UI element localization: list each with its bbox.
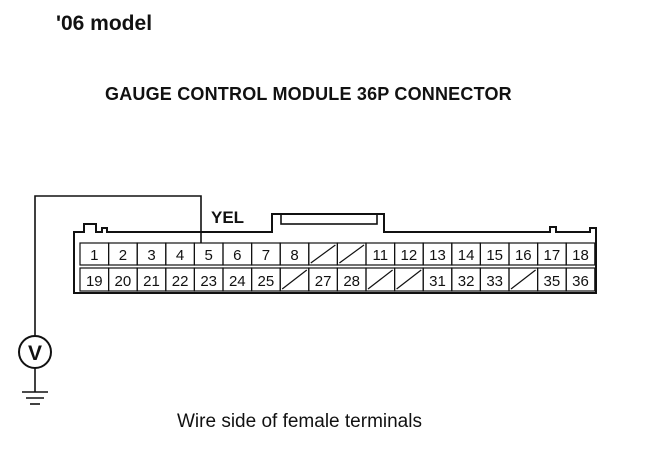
pin-number: 35 xyxy=(544,273,561,290)
pin-number: 3 xyxy=(147,247,155,264)
pin-number: 8 xyxy=(290,247,298,264)
connector-housing xyxy=(73,213,597,294)
pin-number: 36 xyxy=(572,273,589,290)
pin-number: 27 xyxy=(315,273,332,290)
pin-number: 1 xyxy=(90,247,98,264)
connector-lock-tab xyxy=(280,213,378,225)
unused-pin-slash xyxy=(281,269,308,290)
pin-number: 12 xyxy=(401,247,418,264)
pin-number: 25 xyxy=(258,273,275,290)
pin-number: 24 xyxy=(229,273,246,290)
diagram-caption: Wire side of female terminals xyxy=(177,411,422,432)
ground-icon xyxy=(22,391,48,405)
pin-number: 22 xyxy=(172,273,189,290)
pin-number: 19 xyxy=(86,273,103,290)
pin-number: 2 xyxy=(119,247,127,264)
pin-number: 32 xyxy=(458,273,475,290)
pin-number: 23 xyxy=(200,273,217,290)
pin-number: 4 xyxy=(176,247,184,264)
unused-pin-slash xyxy=(396,269,422,290)
pin-cell xyxy=(565,267,596,292)
wire-color-label: YEL xyxy=(211,208,245,227)
unused-pin-slash xyxy=(510,269,536,290)
probe-wire xyxy=(34,195,202,336)
model-label: '06 model xyxy=(56,12,153,35)
unused-pin-slash xyxy=(310,244,336,264)
pin-number: 33 xyxy=(486,273,503,290)
pin-number: 11 xyxy=(373,247,389,264)
voltmeter-symbol: V xyxy=(28,342,42,365)
pin-number: 20 xyxy=(115,273,132,290)
pin-number: 7 xyxy=(262,247,270,264)
pin-number: 13 xyxy=(429,247,446,264)
pin-number: 18 xyxy=(572,247,589,264)
pin-number: 31 xyxy=(429,273,446,290)
pin-number: 21 xyxy=(143,273,160,290)
unused-pin-slash xyxy=(367,269,393,290)
pin-number: 6 xyxy=(233,247,241,264)
pin-number: 16 xyxy=(515,247,532,264)
pin-number: 17 xyxy=(544,247,561,264)
pin-number: 15 xyxy=(486,247,503,264)
pin-number: 28 xyxy=(343,273,360,290)
unused-pin-slash xyxy=(339,244,365,264)
pin-number: 5 xyxy=(205,247,213,264)
pin-number: 14 xyxy=(458,247,475,264)
pin-cell xyxy=(565,242,596,266)
connector-title: GAUGE CONTROL MODULE 36P CONNECTOR xyxy=(105,84,512,104)
